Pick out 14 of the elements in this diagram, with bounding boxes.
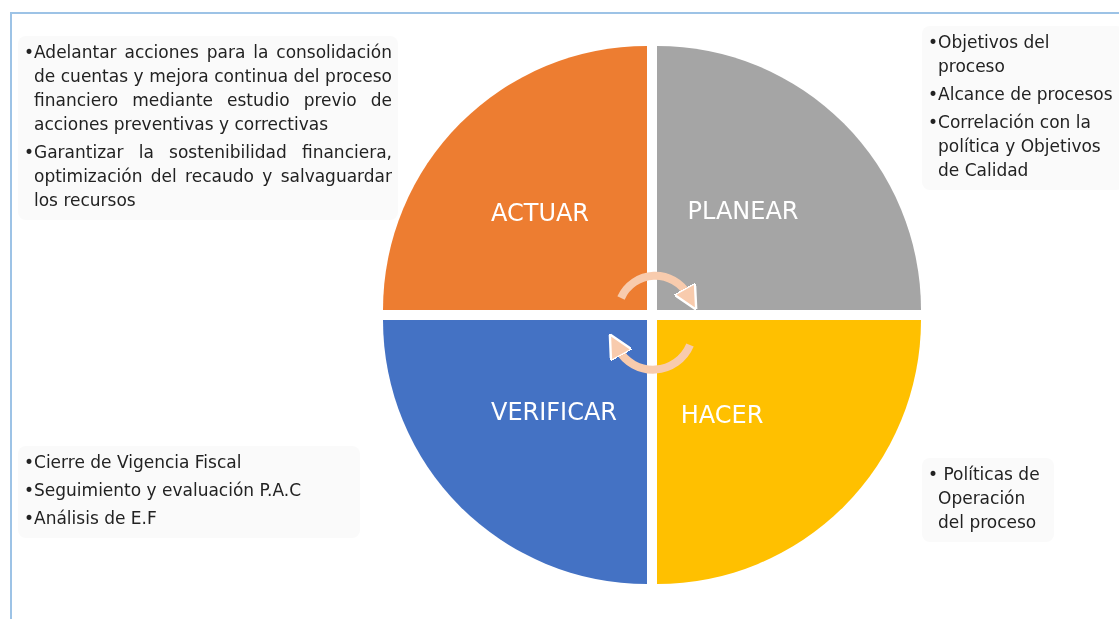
bullet-text: •Objetivos del proceso — [928, 31, 1051, 78]
quadrant-label: ACTUAR — [490, 199, 590, 227]
bullet-text: •Garantizar la sostenibilidad financiera, optimización del recaudo y salvaguardar los recursos — [24, 141, 392, 212]
bullet-text: •Correlación con la política y Objetivos de Calidad — [928, 111, 1102, 182]
bullet-text: •Alcance de procesos — [928, 83, 1114, 106]
bullet-text: •Análisis de E.F — [24, 507, 158, 530]
bullet-text: • Políticas de Operación del proceso — [928, 463, 1041, 534]
quadrant-label: VERIFICAR — [490, 398, 618, 426]
bullet-text: •Adelantar acciones para la consolidación de cuentas y mejora continua del proceso financiero mediante estudio previo de acciones preventivas y correctivas — [24, 41, 392, 136]
bullet-text: •Seguimiento y evaluación P.A.C — [24, 479, 303, 502]
cycle-arrow — [607, 333, 694, 374]
quadrant-label: PLANEAR — [687, 197, 799, 225]
bullet-text: •Cierre de Vigencia Fiscal — [24, 451, 243, 474]
quadrant-label: HACER — [680, 401, 764, 429]
